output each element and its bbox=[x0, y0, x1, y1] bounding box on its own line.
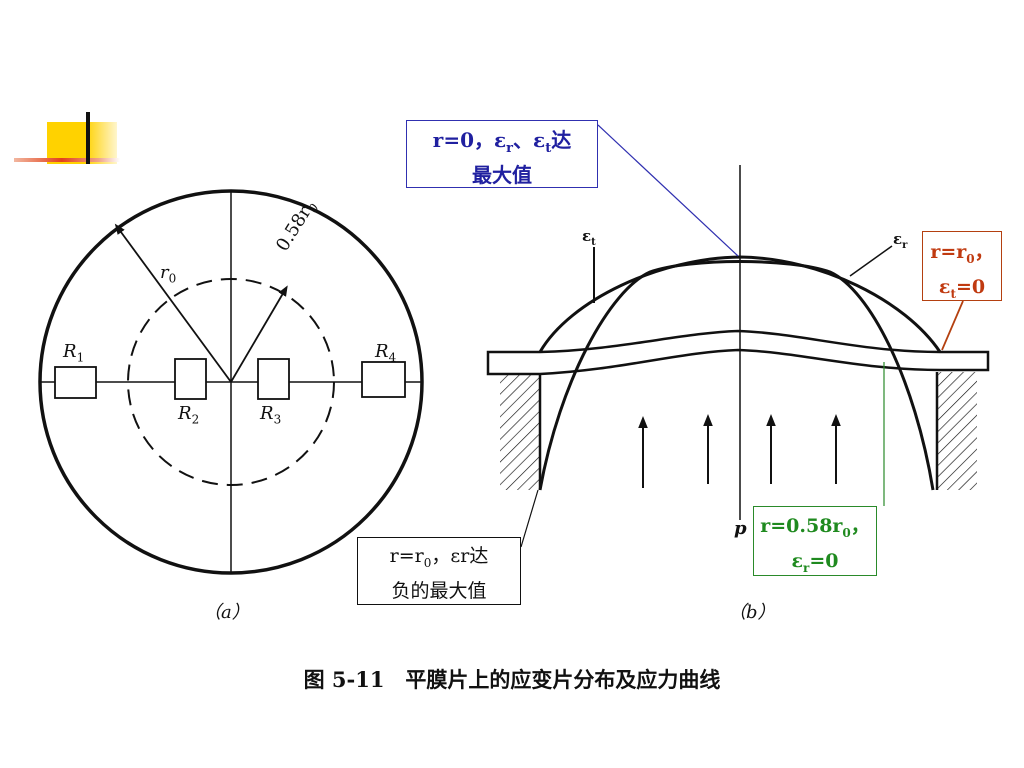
r0-label-text: r bbox=[160, 262, 169, 283]
callout-center-mid: 、 bbox=[513, 128, 534, 152]
callout-center-line1: r=0，εr、εt达 bbox=[407, 127, 597, 162]
callout-neg-line2: 负的最大值 bbox=[391, 579, 487, 602]
r0-radius-arrow bbox=[114, 223, 232, 383]
callout-edge-prefix: r=r bbox=[930, 241, 967, 263]
figure-b-sublabel: （b） bbox=[728, 602, 776, 623]
callout-edge-eps-sub: t bbox=[950, 286, 956, 301]
callout-058r0-suffix: ， bbox=[850, 515, 870, 537]
callout-center-eps1: ε bbox=[494, 128, 507, 152]
top-callout-leader bbox=[597, 124, 739, 257]
callout-058r0-eps-suffix: =0 bbox=[809, 549, 839, 572]
r2-label: R2 bbox=[178, 403, 199, 427]
r4-label: R4 bbox=[375, 341, 396, 365]
callout-center-eps2: ε bbox=[533, 128, 546, 152]
callout-edge-line1: r=r0， bbox=[923, 238, 1001, 273]
callout-058r0-sub: 0 bbox=[842, 525, 851, 540]
resistor-r4 bbox=[361, 361, 406, 398]
resistor-r1 bbox=[54, 366, 97, 399]
eps-r-label: εr bbox=[893, 230, 907, 251]
resistor-r3 bbox=[257, 358, 290, 400]
callout-center-sub1: r bbox=[506, 141, 514, 156]
r3-label-sub: 3 bbox=[273, 412, 282, 427]
callout-neg-line1: r=r0，εr达 bbox=[358, 542, 520, 577]
eps-t-label: εt bbox=[582, 227, 596, 248]
figure-a-sublabel: （a） bbox=[203, 602, 250, 623]
callout-edge-sub: 0 bbox=[966, 251, 975, 266]
r3-label: R3 bbox=[260, 403, 281, 427]
r4-label-text: R bbox=[375, 341, 389, 362]
callout-neg-suffix: ，εr达 bbox=[431, 545, 489, 567]
callout-center-prefix: r=0， bbox=[432, 128, 494, 152]
pressure-label: p bbox=[734, 518, 747, 539]
callout-center-sub2: t bbox=[545, 141, 552, 156]
callout-058r0-eps-sub: r bbox=[803, 560, 810, 575]
callout-edge-neg-max: r=r0，εr达 负的最大值 bbox=[357, 537, 521, 605]
figure-a bbox=[38, 189, 424, 575]
figure-b bbox=[486, 165, 990, 520]
r0-label-sub: 0 bbox=[168, 271, 177, 286]
callout-058r0-line2: εr=0 bbox=[754, 547, 876, 582]
callout-058r0: r=0.58r0， εr=0 bbox=[753, 506, 877, 576]
r2-label-text: R bbox=[178, 403, 192, 424]
eps-r-curve bbox=[538, 260, 935, 491]
resistor-r2 bbox=[174, 358, 207, 400]
slide-marker-bar bbox=[86, 112, 90, 164]
diaphragm-plate bbox=[486, 329, 990, 376]
callout-neg-sub: 0 bbox=[423, 555, 432, 570]
callout-edge-eps-t: r=r0， εt=0 bbox=[922, 231, 1002, 301]
support-right-hatch bbox=[937, 372, 977, 490]
right-callout-leader bbox=[941, 300, 964, 351]
eps-t-label-sub: t bbox=[591, 237, 596, 248]
callout-058r0-eps: ε bbox=[791, 549, 804, 572]
r1-label-text: R bbox=[63, 341, 77, 362]
callout-neg-prefix: r=r bbox=[389, 545, 424, 567]
eps-r-leader bbox=[849, 245, 893, 277]
eps-t-label-text: ε bbox=[582, 227, 592, 245]
callout-center-line2: 最大值 bbox=[472, 163, 532, 187]
r2-label-sub: 2 bbox=[191, 412, 200, 427]
callout-edge-eps-suffix: =0 bbox=[955, 275, 986, 298]
callout-edge-line2: εt=0 bbox=[923, 273, 1001, 308]
r0-label: r0 bbox=[160, 262, 176, 286]
slide-marker-yellow bbox=[47, 122, 117, 164]
callout-center-suffix: 达 bbox=[551, 128, 572, 152]
callout-center-max: r=0，εr、εt达 最大值 bbox=[406, 120, 598, 188]
callout-edge-suffix: ， bbox=[974, 241, 994, 263]
black-callout-leader bbox=[520, 489, 539, 548]
r4-label-sub: 4 bbox=[388, 350, 397, 365]
eps-r-label-sub: r bbox=[902, 240, 908, 251]
r1-label-sub: 1 bbox=[76, 350, 85, 365]
r3-label-text: R bbox=[260, 403, 274, 424]
slide-marker-red-line bbox=[14, 158, 120, 162]
r1-label: R1 bbox=[63, 341, 84, 365]
support-left-hatch bbox=[500, 372, 540, 490]
callout-edge-eps: ε bbox=[938, 275, 951, 298]
callout-058r0-line1: r=0.58r0， bbox=[754, 512, 876, 547]
figure-caption: 图 5-11 平膜片上的应变片分布及应力曲线 bbox=[303, 667, 721, 692]
eps-r-label-text: ε bbox=[893, 230, 903, 248]
058r0-radius-arrow bbox=[230, 285, 288, 383]
callout-058r0-prefix: r=0.58r bbox=[760, 515, 843, 537]
